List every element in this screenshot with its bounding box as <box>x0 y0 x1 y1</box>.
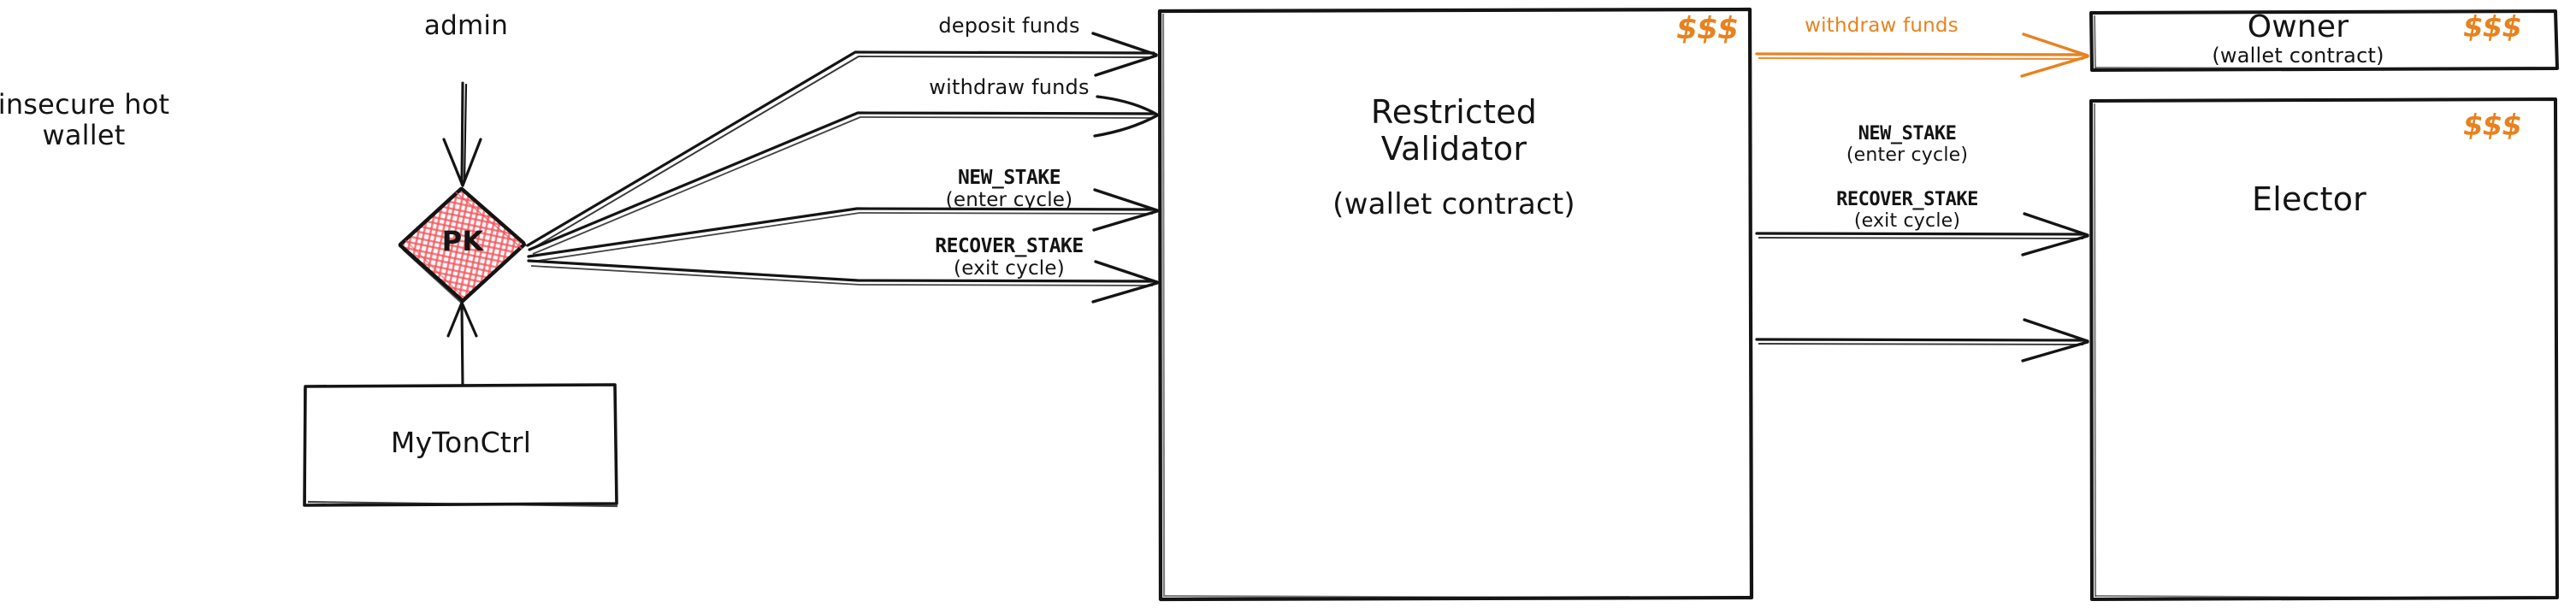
edge-pk-new-stake <box>527 188 1159 262</box>
insecure-hot-wallet-label: insecure hot wallet <box>0 88 170 151</box>
edge-label-new-stake-line-2: (enter cycle) <box>945 188 1073 211</box>
node-pk-diamond <box>398 186 528 304</box>
edge-label-deposit-funds: deposit funds <box>938 14 1080 38</box>
edge-label-rv-recover-stake-line-2: (exit cycle) <box>1853 209 1961 232</box>
admin-label: admin <box>423 10 509 41</box>
edge-pk-deposit-funds <box>526 32 1158 250</box>
edge-label-rv-new-stake: NEW_STAKE (enter cycle) <box>1846 123 1969 166</box>
elector-title: Elector <box>2251 180 2367 218</box>
restricted-validator-money-badge: $$$ <box>1676 11 1739 46</box>
owner-subtitle: (wallet contract) <box>2212 44 2384 68</box>
edge-label-rv-recover-stake: RECOVER_STAKE (exit cycle) <box>1836 189 1978 232</box>
pk-node-label: PK <box>441 225 484 257</box>
restricted-validator-title-line-2: Validator <box>1380 129 1527 168</box>
edge-label-new-stake-line-1: NEW_STAKE <box>957 167 1061 189</box>
edge-rv-new-stake-elector <box>1755 212 2089 256</box>
edge-label-rv-new-stake-line-2: (enter cycle) <box>1846 144 1969 166</box>
edge-pk-recover-stake <box>527 259 1159 304</box>
restricted-validator-title-line-1: Restricted <box>1370 93 1538 131</box>
insecure-hot-wallet-line-1: insecure hot <box>0 88 170 121</box>
edge-admin-to-pk <box>442 81 482 187</box>
node-elector-box <box>2089 97 2559 601</box>
edge-rv-recover-stake-elector <box>1755 318 2089 362</box>
elector-money-badge: $$$ <box>2463 109 2522 143</box>
edge-label-recover-stake-line-1: RECOVER_STAKE <box>935 235 1084 257</box>
edge-pk-withdraw-funds <box>528 95 1159 255</box>
owner-title: Owner <box>2247 9 2349 44</box>
edge-label-rv-to-owner-withdraw-funds: withdraw funds <box>1805 15 1959 37</box>
mytonctrl-node-label: MyTonCtrl <box>390 426 532 459</box>
node-mytonctrl-box <box>303 383 618 508</box>
edge-label-rv-new-stake-line-1: NEW_STAKE <box>1858 123 1957 144</box>
edge-label-new-stake: NEW_STAKE (enter cycle) <box>945 167 1073 212</box>
owner-money-badge: $$$ <box>2463 10 2522 44</box>
edge-rv-to-owner-withdraw-funds <box>1755 32 2089 78</box>
edge-label-rv-recover-stake-line-1: RECOVER_STAKE <box>1836 189 1978 210</box>
insecure-hot-wallet-line-2: wallet <box>42 118 126 151</box>
edge-label-withdraw-funds: withdraw funds <box>929 75 1090 99</box>
edge-mytonctrl-to-pk <box>446 301 478 388</box>
edge-label-recover-stake: RECOVER_STAKE (exit cycle) <box>935 235 1084 280</box>
restricted-validator-title: Restricted Validator <box>1371 94 1537 167</box>
edge-label-recover-stake-line-2: (exit cycle) <box>954 256 1065 280</box>
node-owner-box <box>2089 9 2559 72</box>
node-restricted-validator-box <box>1157 7 1754 602</box>
restricted-validator-subtitle: (wallet contract) <box>1332 187 1575 221</box>
